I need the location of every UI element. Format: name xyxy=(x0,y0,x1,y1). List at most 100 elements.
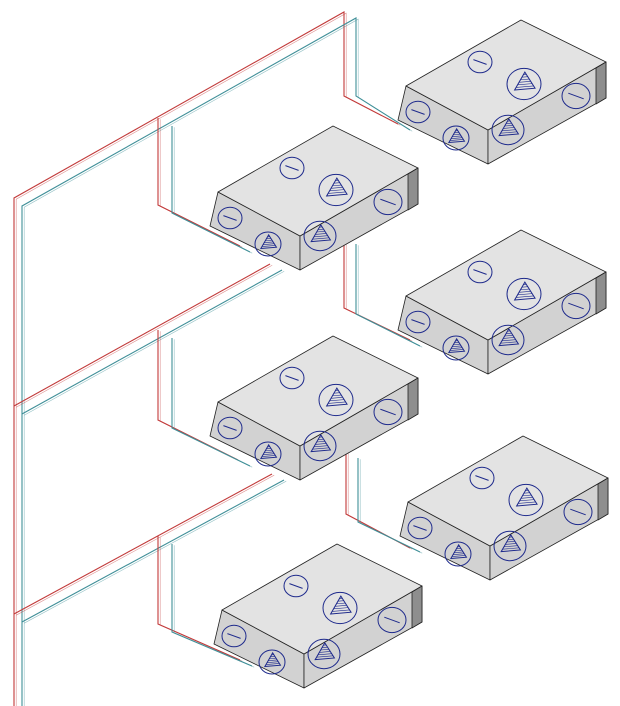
unit-5-front-fan-icon-ring xyxy=(258,649,286,675)
unit-4-front-port-icon-ring xyxy=(405,310,431,334)
unit-6-side-port-icon xyxy=(563,498,593,526)
unit-3-top-fan-icon-hatch xyxy=(332,394,342,397)
unit-4-front-port-icon xyxy=(405,310,431,334)
unit-1-side-port-icon-bar xyxy=(380,198,396,206)
unit-6-top-fan-icon xyxy=(508,483,544,517)
unit-1-end-face xyxy=(407,167,419,211)
unit-2-front-fan-icon xyxy=(442,125,470,151)
unit-3-top-fan-icon-triangle xyxy=(325,387,348,407)
unit-6-side-fan-icon-ring xyxy=(493,530,527,562)
return-branch-unit-6-edge xyxy=(359,459,423,554)
unit-4-side-fan-icon-hatch xyxy=(501,339,516,342)
return-header-level-2-line xyxy=(21,269,283,415)
unit-2-side-port-icon-bar xyxy=(568,92,584,100)
unit-6-top-fan-icon-hatch xyxy=(520,497,533,499)
unit-4-side-fan-icon-hatch xyxy=(503,337,515,339)
unit-5-side-port-icon xyxy=(377,606,407,634)
unit-4-top-port-icon-bar xyxy=(473,269,487,275)
unit-3-top-port-icon xyxy=(279,366,305,390)
return-branch-unit-3-edge xyxy=(173,339,253,468)
return-branch-unit-4 xyxy=(355,244,423,348)
unit-2-side-fan-icon-triangle xyxy=(498,117,520,137)
unit-4-end-face xyxy=(595,271,607,315)
unit-3-side-port-icon-bar xyxy=(380,408,396,416)
unit-1-front-fan-icon-hatch xyxy=(263,243,275,245)
unit-1-side-fan-icon-hatch xyxy=(312,237,330,240)
return-header-level-3 xyxy=(21,479,287,624)
unit-3 xyxy=(209,335,419,481)
unit-2-end-face xyxy=(595,61,607,105)
unit-6-side-fan-icon-hatch xyxy=(506,541,515,543)
unit-4 xyxy=(397,229,607,375)
unit-4-front-fan-icon-hatch xyxy=(451,347,463,349)
unit-2-side-fan-icon xyxy=(491,114,525,146)
unit-5-end-face xyxy=(411,585,423,629)
unit-6-top-fan-icon-hatch xyxy=(519,499,535,502)
unit-3-front-fan-icon-ring xyxy=(254,441,282,467)
unit-4-side-fan-icon-triangle xyxy=(498,327,520,347)
return-branch-unit-3 xyxy=(171,338,253,468)
unit-6-top-fan-icon-hatch xyxy=(518,501,536,504)
unit-3-top-fan-icon-hatch xyxy=(330,397,343,399)
unit-6-side-port-icon-bar xyxy=(570,508,586,516)
unit-3-top-fan-icon xyxy=(318,383,354,417)
unit-5-side-fan-icon-hatch xyxy=(316,655,334,658)
unit-3-side-fan-icon-hatch xyxy=(312,447,330,450)
unit-2-top-fan-icon-hatch xyxy=(516,85,534,88)
unit-4-top-fan-icon-triangle xyxy=(513,281,536,301)
unit-4-front-fan-icon-hatch xyxy=(449,349,464,351)
unit-3-front-port-icon xyxy=(217,416,243,440)
unit-5-front-fan-icon-hatch xyxy=(268,659,278,661)
unit-6-side-port-icon-ring xyxy=(563,498,593,526)
unit-4-top-fan-icon-ring xyxy=(506,277,542,311)
unit-1-front-fan-icon-hatch xyxy=(261,245,276,247)
return-branch-unit-1 xyxy=(171,126,253,254)
unit-4-front-fan-icon-triangle xyxy=(447,337,466,354)
unit-2-front-port-icon xyxy=(405,100,431,124)
unit-2-front-port-icon-ring xyxy=(405,100,431,124)
unit-4-side-fan-icon xyxy=(491,324,525,356)
unit-2-front-fan-icon-hatch xyxy=(452,135,462,137)
unit-3-side-fan-icon-triangle xyxy=(310,433,332,453)
unit-3-side-fan-icon xyxy=(303,430,337,462)
unit-4-front-port-icon-bar xyxy=(411,319,425,325)
unit-3-front-fan-icon-triangle xyxy=(259,443,278,460)
unit-1 xyxy=(209,125,419,271)
unit-4-top-fan-icon-hatch xyxy=(517,293,533,296)
supply-header-level-3-line xyxy=(13,473,273,615)
unit-3-top-fan-icon-hatch xyxy=(328,401,346,404)
unit-5-side-fan-icon-hatch xyxy=(320,649,329,651)
unit-6-front-fan-icon-hatch xyxy=(455,549,463,552)
supply-riser-main xyxy=(13,11,401,706)
supply-header-level-2 xyxy=(13,263,273,408)
return-riser-main xyxy=(21,17,413,706)
unit-2-top-fan-icon-hatch xyxy=(520,78,530,81)
unit-2-side-port-icon-ring xyxy=(561,82,591,110)
unit-1-top-fan-icon-hatch xyxy=(329,189,345,192)
unit-1-side-fan-icon-hatch xyxy=(315,233,327,235)
unit-2-front-fan-icon-hatch xyxy=(451,137,463,139)
unit-3-top-fan-icon-ring xyxy=(318,383,354,417)
unit-6-side-fan-icon xyxy=(493,530,527,562)
unit-3-side-fan-icon-hatch xyxy=(313,445,328,448)
unit-1-top-port-icon-bar xyxy=(285,165,299,171)
supply-riser-main-edge xyxy=(15,12,401,706)
unit-4-top-port-icon xyxy=(467,260,493,284)
supply-header-level-3 xyxy=(13,473,275,616)
unit-5 xyxy=(213,543,423,689)
unit-1-side-fan-icon xyxy=(303,220,337,252)
unit-2-front-fan-icon-ring xyxy=(442,125,470,151)
unit-6-top-port-icon-ring xyxy=(469,466,495,490)
return-header-level-3-line xyxy=(21,479,285,623)
unit-4-top-fan-icon-hatch xyxy=(518,291,531,293)
unit-3-front-fan-icon-hatch xyxy=(263,453,275,455)
unit-2-top-fan-icon-hatch xyxy=(517,83,533,86)
unit-3-side-port-icon-ring xyxy=(373,398,403,426)
unit-5-front-port-icon xyxy=(221,624,247,648)
unit-5-front-port-icon-ring xyxy=(221,624,247,648)
unit-5-top-port-icon-bar xyxy=(289,583,303,589)
unit-3-front-fan-icon xyxy=(254,441,282,467)
unit-4-side-fan-icon-ring xyxy=(491,324,525,356)
unit-4-front-fan-icon xyxy=(442,335,470,361)
unit-6-end-face xyxy=(597,477,609,521)
